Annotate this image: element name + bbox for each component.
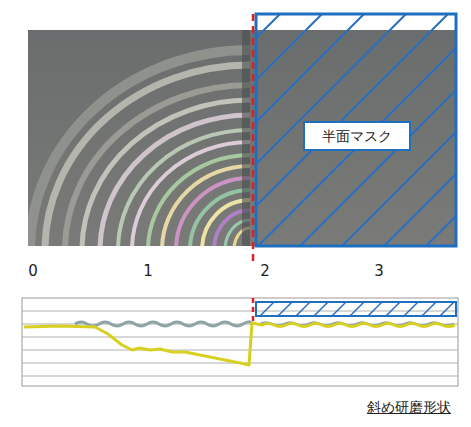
boundary-line <box>252 14 255 262</box>
profile-plot <box>22 298 458 386</box>
box-text: 半面マスク <box>315 127 399 145</box>
caption: 斜め研磨形状 <box>367 399 451 417</box>
axis-tick-label: 3 <box>374 262 384 280</box>
interference-fringes <box>30 30 250 246</box>
axis-tick-label: 0 <box>28 262 38 280</box>
half-mask-region <box>256 14 456 246</box>
axis-tick-label: 1 <box>143 262 153 280</box>
axis-tick-label: 2 <box>260 262 270 280</box>
label-box: 半面マスク <box>303 121 411 151</box>
